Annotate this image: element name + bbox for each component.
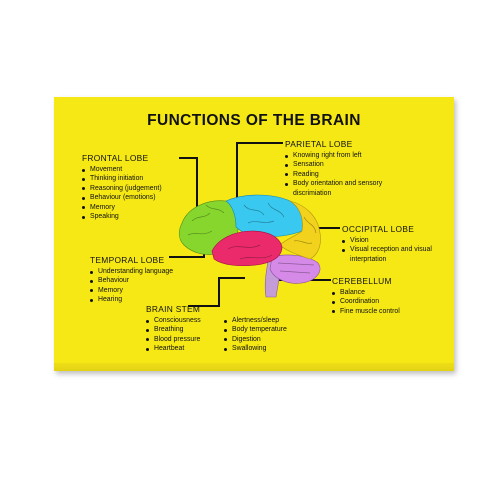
- poster-title: FUNCTIONS OF THE BRAIN: [147, 112, 361, 129]
- list-item: Sensation: [285, 160, 421, 169]
- list-item: Speaking: [82, 212, 162, 221]
- parietal-lobe-list: Knowing right from left Sensation Readin…: [285, 151, 421, 198]
- list-item: Movement: [82, 165, 162, 174]
- poster: FUNCTIONS OF THE BRAIN: [54, 97, 454, 371]
- parietal-lobe-region: [225, 194, 303, 238]
- list-item: Blood pressure: [146, 335, 226, 344]
- list-item: Body orientation and sensory discrimiati…: [285, 179, 421, 198]
- brain-stem-heading: BRAIN STEM: [146, 304, 201, 314]
- list-item: Understanding language: [90, 267, 173, 276]
- list-item: Swallowing: [224, 344, 304, 353]
- parietal-lobe-heading: PARIETAL LOBE: [285, 139, 353, 149]
- brain-stem-list-right: Alertness/sleep Body temperature Digesti…: [224, 316, 304, 354]
- frontal-connector: [179, 157, 198, 218]
- brainstem-connector: [188, 277, 245, 307]
- list-item: Vision: [342, 236, 450, 245]
- cerebellum-region: [269, 254, 321, 284]
- list-item: Consciousness: [146, 316, 226, 325]
- list-item: Behaviour (emotions): [82, 193, 162, 202]
- brain-stem-list-left: Consciousness Breathing Blood pressure H…: [146, 316, 226, 354]
- occipital-lobe-heading: OCCIPITAL LOBE: [342, 224, 415, 234]
- list-item: Reading: [285, 170, 421, 179]
- temporal-lobe-heading: TEMPORAL LOBE: [90, 255, 165, 265]
- frontal-lobe-section: FRONTAL LOBE Movement Thinking initiatio…: [82, 153, 162, 221]
- list-item: Alertness/sleep: [224, 316, 304, 325]
- list-item: Behaviour: [90, 276, 173, 285]
- list-item: Hearing: [90, 295, 173, 304]
- list-item: Coordination: [332, 297, 400, 306]
- list-item: Reasoning (judgement): [82, 184, 162, 193]
- list-item: Body temperature: [224, 325, 304, 334]
- frontal-lobe-list: Movement Thinking initiation Reasoning (…: [82, 165, 162, 221]
- cerebellum-list: Balance Coordination Fine muscle control: [332, 288, 400, 316]
- occipital-lobe-list: Vision Visual reception and visual inter…: [342, 236, 450, 264]
- occipital-lobe-region: [279, 200, 321, 260]
- list-item: Heartbeat: [146, 344, 226, 353]
- temporal-lobe-region: [211, 230, 283, 267]
- cerebellum-heading: CEREBELLUM: [332, 276, 392, 286]
- list-item: Fine muscle control: [332, 307, 400, 316]
- list-item: Visual reception and visual interprtatio…: [342, 245, 450, 264]
- list-item: Knowing right from left: [285, 151, 421, 160]
- temporal-lobe-list: Understanding language Behaviour Memory …: [90, 267, 173, 305]
- cerebellum-section: CEREBELLUM Balance Coordination Fine mus…: [332, 276, 400, 316]
- parietal-connector: [236, 142, 283, 200]
- occipital-lobe-section: OCCIPITAL LOBE Vision Visual reception a…: [342, 224, 450, 264]
- list-item: Memory: [90, 286, 173, 295]
- temporal-lobe-section: TEMPORAL LOBE Understanding language Beh…: [90, 255, 173, 305]
- list-item: Memory: [82, 203, 162, 212]
- list-item: Balance: [332, 288, 400, 297]
- list-item: Digestion: [224, 335, 304, 344]
- frontal-lobe-heading: FRONTAL LOBE: [82, 153, 149, 163]
- brain-stem-section: BRAIN STEM Consciousness Breathing Blood…: [146, 304, 287, 352]
- list-item: Thinking initiation: [82, 174, 162, 183]
- parietal-lobe-section: PARIETAL LOBE Knowing right from left Se…: [285, 139, 421, 198]
- brain-illustration: [178, 194, 321, 298]
- list-item: Breathing: [146, 325, 226, 334]
